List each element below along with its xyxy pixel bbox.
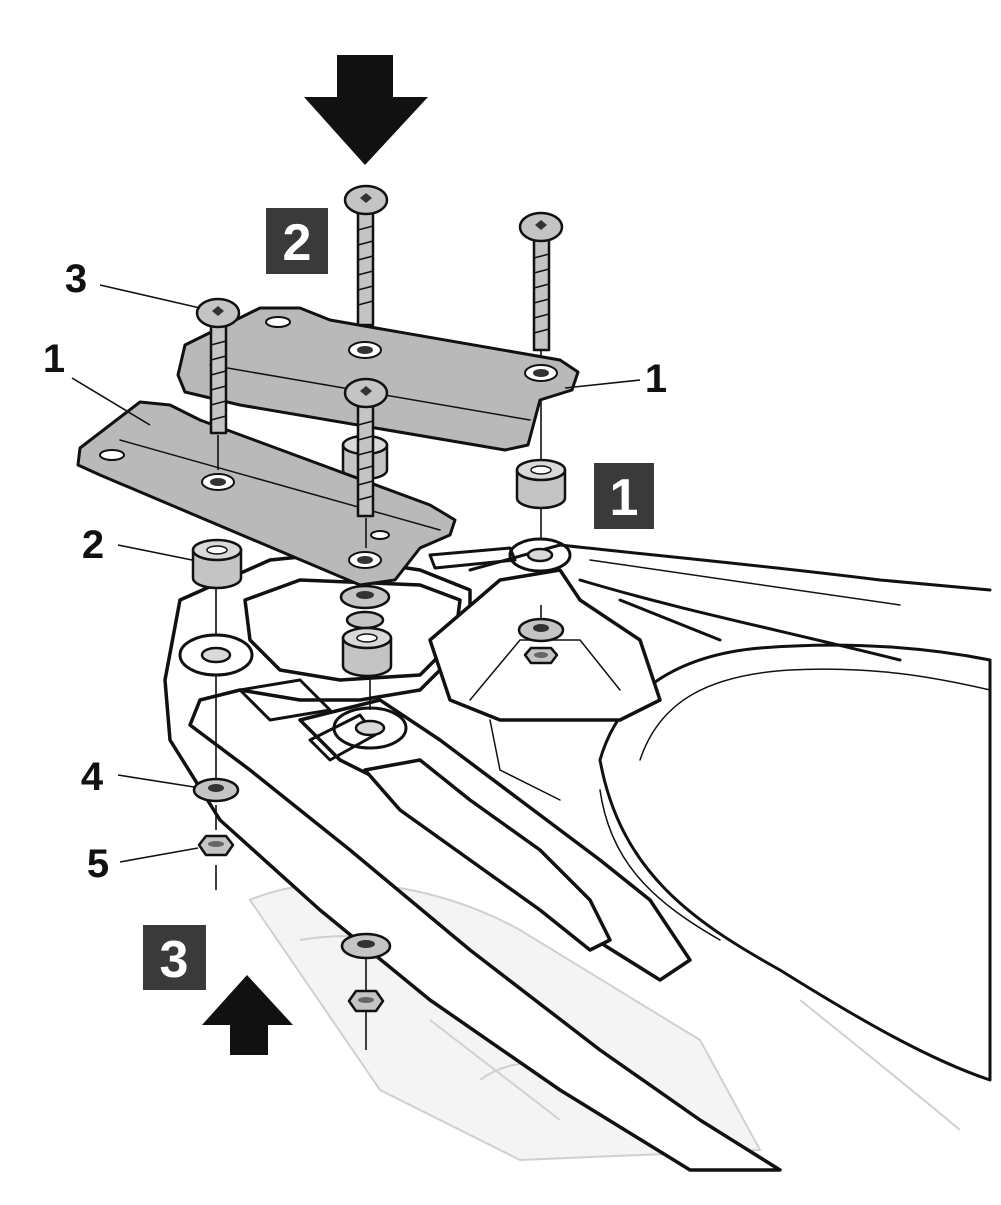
step-badge-bg [266, 208, 328, 274]
mounting-plate-rear [176, 306, 580, 452]
part-label-1-left: 1 [43, 337, 65, 381]
bolts-rear [343, 184, 564, 352]
bolts-front [195, 297, 389, 548]
part-label-3: 3 [65, 257, 87, 301]
part-label-1-right: 1 [645, 357, 667, 401]
step-badge-3: 3 [143, 925, 206, 990]
step-number: 1 [610, 469, 639, 527]
mounting-plate-front [76, 400, 457, 587]
step-number: 3 [160, 931, 189, 989]
part-label-2: 2 [82, 523, 104, 567]
axis-lines [215, 320, 542, 1050]
leader-lines [71, 284, 641, 863]
arrow-up-icon [202, 975, 293, 1055]
side-rails [468, 543, 992, 662]
part-label-5: 5 [87, 842, 109, 886]
arrow-down-icon [304, 55, 428, 165]
part-label-4: 4 [81, 755, 104, 799]
step-badge-bg [594, 463, 654, 529]
step-badge-bg [143, 925, 206, 990]
seat [598, 643, 992, 1082]
step-badge-1: 1 [594, 463, 654, 529]
rack-frame [163, 537, 782, 1172]
step-number: 2 [283, 214, 312, 272]
side-hardware [517, 617, 565, 665]
bottom-hardware [192, 777, 392, 1013]
spacers [191, 434, 567, 678]
step-badge-2: 2 [266, 208, 328, 274]
